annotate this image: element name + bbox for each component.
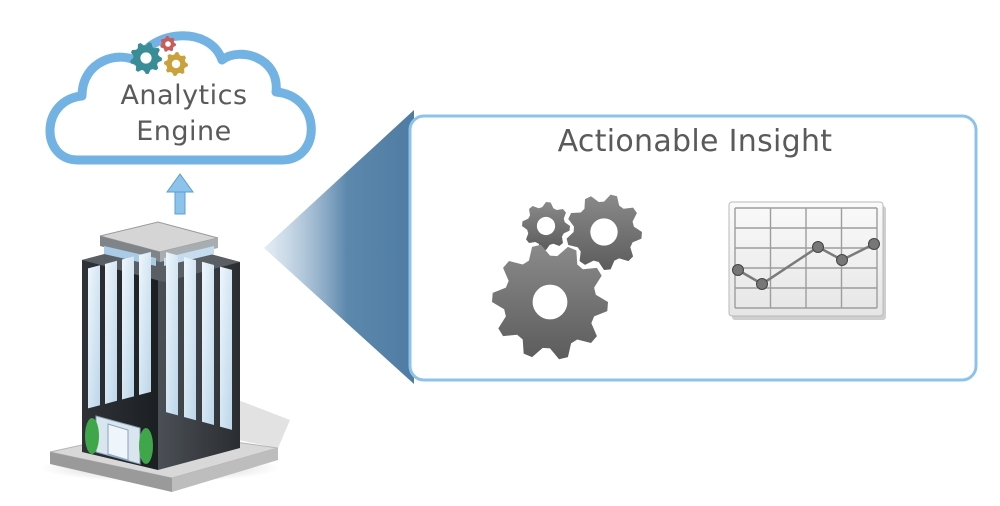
gear-icon	[164, 52, 188, 76]
upload-arrow-icon	[166, 173, 194, 215]
gear-icon	[160, 36, 176, 52]
gear-icon	[566, 194, 642, 270]
analytics-engine-cloud	[45, 31, 316, 165]
cloud-label-line-1: Analytics	[120, 80, 248, 111]
panel-title: Actionable Insight	[557, 124, 833, 159]
gear-icon	[492, 244, 608, 360]
gears-icon	[492, 194, 642, 360]
gear-icon	[522, 202, 570, 250]
line-chart-icon	[728, 201, 886, 320]
zoom-cone	[264, 110, 414, 384]
cloud-label-line-2: Engine	[136, 116, 232, 147]
gears-icon	[130, 36, 188, 76]
office-building-icon	[40, 221, 290, 492]
gear-icon	[130, 42, 162, 74]
